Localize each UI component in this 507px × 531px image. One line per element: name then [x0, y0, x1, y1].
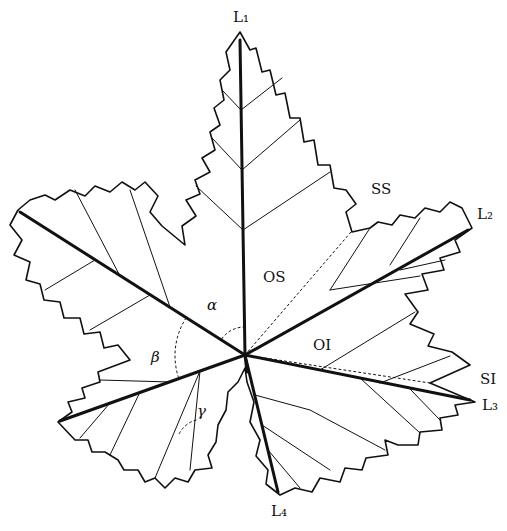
angle-label: β [150, 348, 161, 366]
measure-lines [175, 232, 430, 436]
secondary-veins [45, 78, 450, 488]
angle-label: γ [196, 402, 207, 420]
angle-label: α [206, 296, 218, 314]
part-label: SI [479, 370, 497, 388]
part-label: L₄ [270, 502, 288, 520]
leaf-outline [10, 32, 475, 495]
main-veins [20, 40, 470, 492]
part-label: L₁ [232, 8, 250, 26]
part-label: SS [370, 180, 392, 198]
part-label: L₂ [476, 205, 494, 223]
part-label: OI [312, 336, 332, 354]
part-label: OS [262, 268, 287, 286]
part-label: L₃ [481, 396, 499, 414]
